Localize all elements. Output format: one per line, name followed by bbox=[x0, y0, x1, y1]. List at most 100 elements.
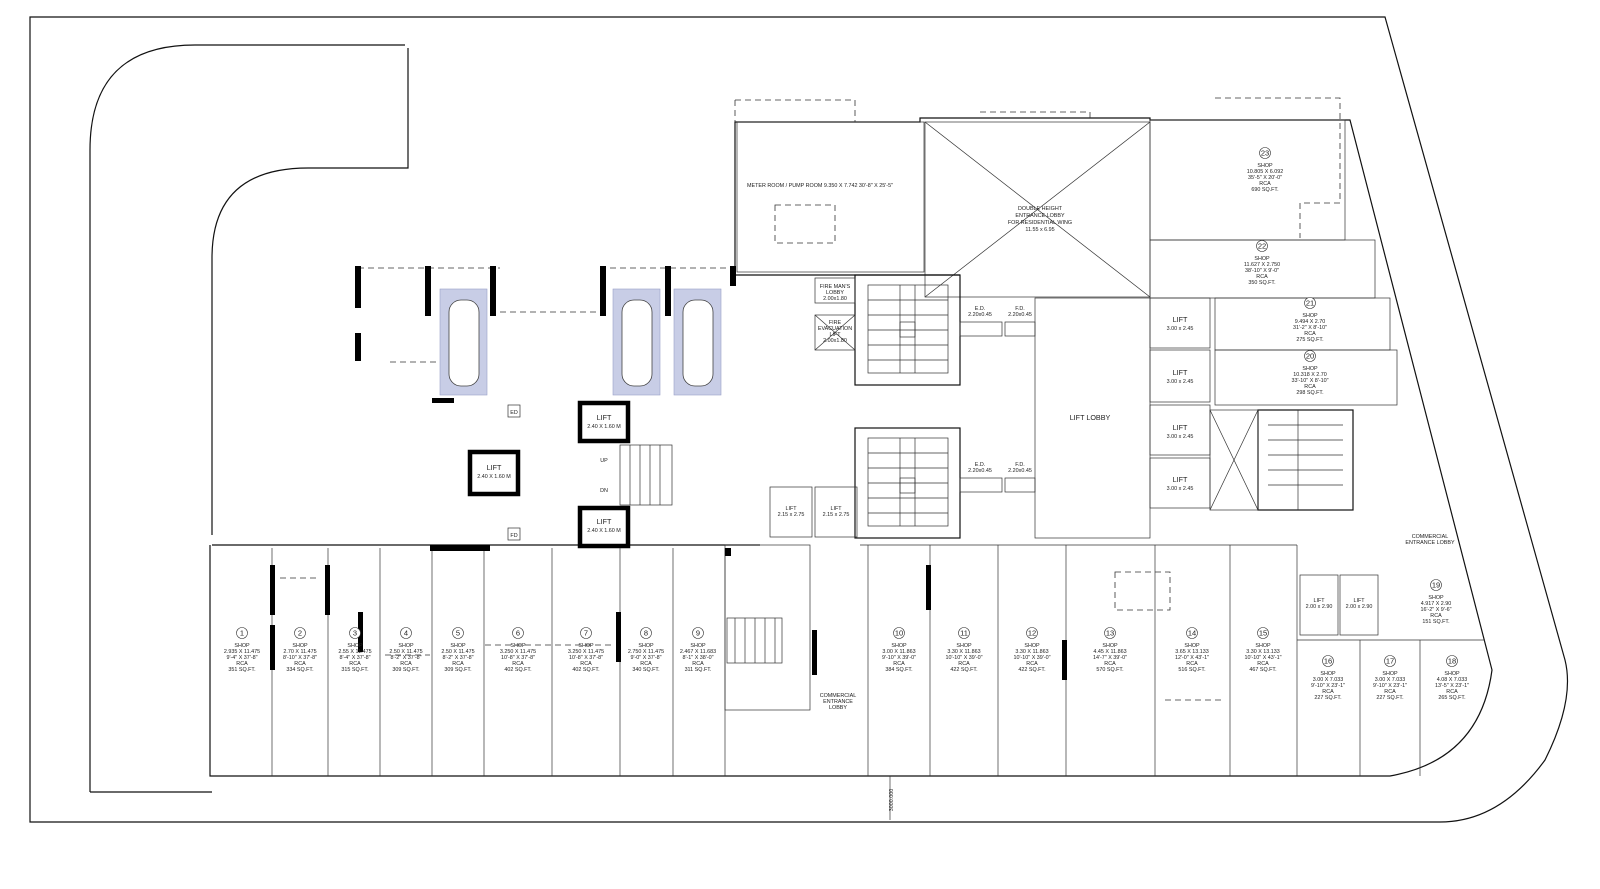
shop-rca: RCA bbox=[692, 661, 704, 667]
shop-dimension: 4.08 X 7.033 bbox=[1437, 677, 1468, 683]
shop-rca: RCA bbox=[1304, 384, 1316, 390]
shop-rca: RCA bbox=[349, 661, 361, 667]
shop-number-circle bbox=[893, 627, 905, 639]
shop-area: 402 SQ.FT. bbox=[572, 667, 599, 673]
shop-area: 311 SQ.FT. bbox=[685, 667, 712, 673]
shop-number-circle bbox=[640, 627, 652, 639]
svg-text:2.00 x 2.90: 2.00 x 2.90 bbox=[1306, 604, 1333, 610]
double-height-lobby: DOUBLE HEIGHT ENTRANCE LOBBY FOR RESIDEN… bbox=[924, 111, 1151, 298]
shop-dimension-imperial: 8'-10" X 37'-8" bbox=[283, 655, 317, 661]
shop-number: 9 bbox=[696, 629, 700, 638]
shop-area: 151 SQ.FT. bbox=[1422, 619, 1449, 625]
shop-number-circle bbox=[236, 627, 248, 639]
shop-dimension-imperial: 9'-10" X 23'-1" bbox=[1373, 683, 1407, 689]
shop-number-circle bbox=[1257, 627, 1269, 639]
shop-dimension-imperial: 12'-0" X 43'-1" bbox=[1175, 655, 1209, 661]
shop-word: SHOP bbox=[690, 643, 706, 649]
shop-area: 422 SQ.FT. bbox=[950, 667, 977, 673]
shop-number: 22 bbox=[1258, 242, 1266, 251]
svg-text:3000.000: 3000.000 bbox=[889, 789, 895, 811]
shop-dimension-imperial: 8'-4" X 37'-8" bbox=[339, 655, 370, 661]
svg-text:COMMERCIAL: COMMERCIAL bbox=[1412, 534, 1449, 540]
shop-dimension: 2.70 X 11.475 bbox=[283, 649, 316, 655]
building-outline bbox=[209, 117, 1493, 777]
shop-word: SHOP bbox=[510, 643, 526, 649]
shop-dimension-imperial: 9'-0" X 37'-8" bbox=[630, 655, 661, 661]
shop-rca: RCA bbox=[1257, 661, 1269, 667]
svg-text:LIFT: LIFT bbox=[1353, 598, 1365, 604]
shop-number-circle bbox=[1322, 655, 1334, 667]
shop-number: 16 bbox=[1324, 657, 1332, 666]
svg-text:LIFT: LIFT bbox=[1313, 598, 1325, 604]
svg-text:FOR RESIDENTIAL WING: FOR RESIDENTIAL WING bbox=[1008, 220, 1072, 226]
svg-text:LIFT: LIFT bbox=[785, 506, 797, 512]
shop-dimension-imperial: 9'-10" X 23'-1" bbox=[1311, 683, 1345, 689]
shop-word: SHOP bbox=[578, 643, 594, 649]
driveway-inner bbox=[211, 48, 409, 535]
shop-number-circle bbox=[1430, 579, 1442, 591]
svg-text:ENTRANCE LOBBY: ENTRANCE LOBBY bbox=[1405, 540, 1455, 546]
shop-number-circle bbox=[1104, 627, 1116, 639]
shop-dimension: 3.250 X 11.475 bbox=[500, 649, 536, 655]
lifts-mid: LIFT 2.15 x 2.75 LIFT 2.15 x 2.75 bbox=[769, 486, 858, 538]
shop-rca: RCA bbox=[1259, 181, 1271, 187]
shop-number: 10 bbox=[895, 629, 903, 638]
svg-text:FIRE: FIRE bbox=[829, 320, 842, 326]
shop-area: 467 SQ.FT. bbox=[1249, 667, 1276, 673]
svg-text:2.40 X 1.60 M: 2.40 X 1.60 M bbox=[477, 474, 511, 480]
shop-dimension: 3.30 X 13.133 bbox=[1246, 649, 1280, 655]
shop-area: 516 SQ.FT. bbox=[1178, 667, 1205, 673]
shop-dimension: 2.50 X 11.475 bbox=[389, 649, 422, 655]
shop-number: 14 bbox=[1188, 629, 1196, 638]
shop-word: SHOP bbox=[1320, 671, 1336, 677]
shop-dimension: 11.627 X 2.750 bbox=[1244, 262, 1280, 268]
svg-text:2.40 X 1.60 M: 2.40 X 1.60 M bbox=[587, 424, 621, 430]
svg-text:DOUBLE HEIGHT: DOUBLE HEIGHT bbox=[1018, 206, 1063, 212]
shop-number: 15 bbox=[1259, 629, 1267, 638]
shop-word: SHOP bbox=[1024, 643, 1040, 649]
shop-dimension-imperial: 10'-8" X 37'-8" bbox=[501, 655, 535, 661]
svg-text:F.D.: F.D. bbox=[1015, 306, 1025, 312]
shop-rca: RCA bbox=[893, 661, 905, 667]
shop-rca: RCA bbox=[400, 661, 412, 667]
shop-dimension-imperial: 10'-8" X 37'-8" bbox=[569, 655, 603, 661]
shop-word: SHOP bbox=[891, 643, 907, 649]
svg-text:F.D.: F.D. bbox=[1015, 462, 1025, 468]
shop-dimension: 3.00 X 7.033 bbox=[1313, 677, 1344, 683]
shop-dimension: 4.917 X 2.90 bbox=[1421, 601, 1452, 607]
shop-dimension-imperial: 8'-2" X 37'-8" bbox=[442, 655, 473, 661]
shop-area: 334 SQ.FT. bbox=[286, 667, 313, 673]
shop-rca: RCA bbox=[958, 661, 970, 667]
shop-dimension: 3.30 X 11.863 bbox=[1015, 649, 1048, 655]
shop-word: SHOP bbox=[638, 643, 654, 649]
svg-text:LIFT: LIFT bbox=[1173, 368, 1188, 377]
svg-text:FIRE MAN'S: FIRE MAN'S bbox=[820, 284, 851, 290]
west-core: LIFT 2.40 X 1.60 M ED FD LIFT 2.40 X 1.6… bbox=[467, 400, 673, 549]
shop-number: 11 bbox=[960, 629, 968, 638]
svg-text:EVACUATION: EVACUATION bbox=[818, 326, 852, 332]
shop-word: SHOP bbox=[292, 643, 308, 649]
shop-area: 351 SQ.FT. bbox=[228, 667, 255, 673]
shop-dimension-imperial: 10'-10" X 43'-1" bbox=[1244, 655, 1281, 661]
shop-area: 298 SQ.FT. bbox=[1296, 390, 1323, 396]
shop-area: 309 SQ.FT. bbox=[444, 667, 471, 673]
shop-word: SHOP bbox=[347, 643, 363, 649]
shop-dimension: 3.00 X 11.863 bbox=[882, 649, 915, 655]
svg-text:DN: DN bbox=[600, 488, 608, 494]
shop-rca: RCA bbox=[1384, 689, 1396, 695]
shop-number-circle bbox=[294, 627, 306, 639]
shop-rca: RCA bbox=[294, 661, 306, 667]
stair-core-bottom: E.D. 2.20x0.45 F.D. 2.20x0.45 bbox=[854, 427, 1036, 539]
shop-word: SHOP bbox=[1382, 671, 1398, 677]
shop-area: 690 SQ.FT. bbox=[1251, 187, 1278, 193]
shop-number-circle bbox=[512, 627, 524, 639]
shop-rca: RCA bbox=[1256, 274, 1268, 280]
